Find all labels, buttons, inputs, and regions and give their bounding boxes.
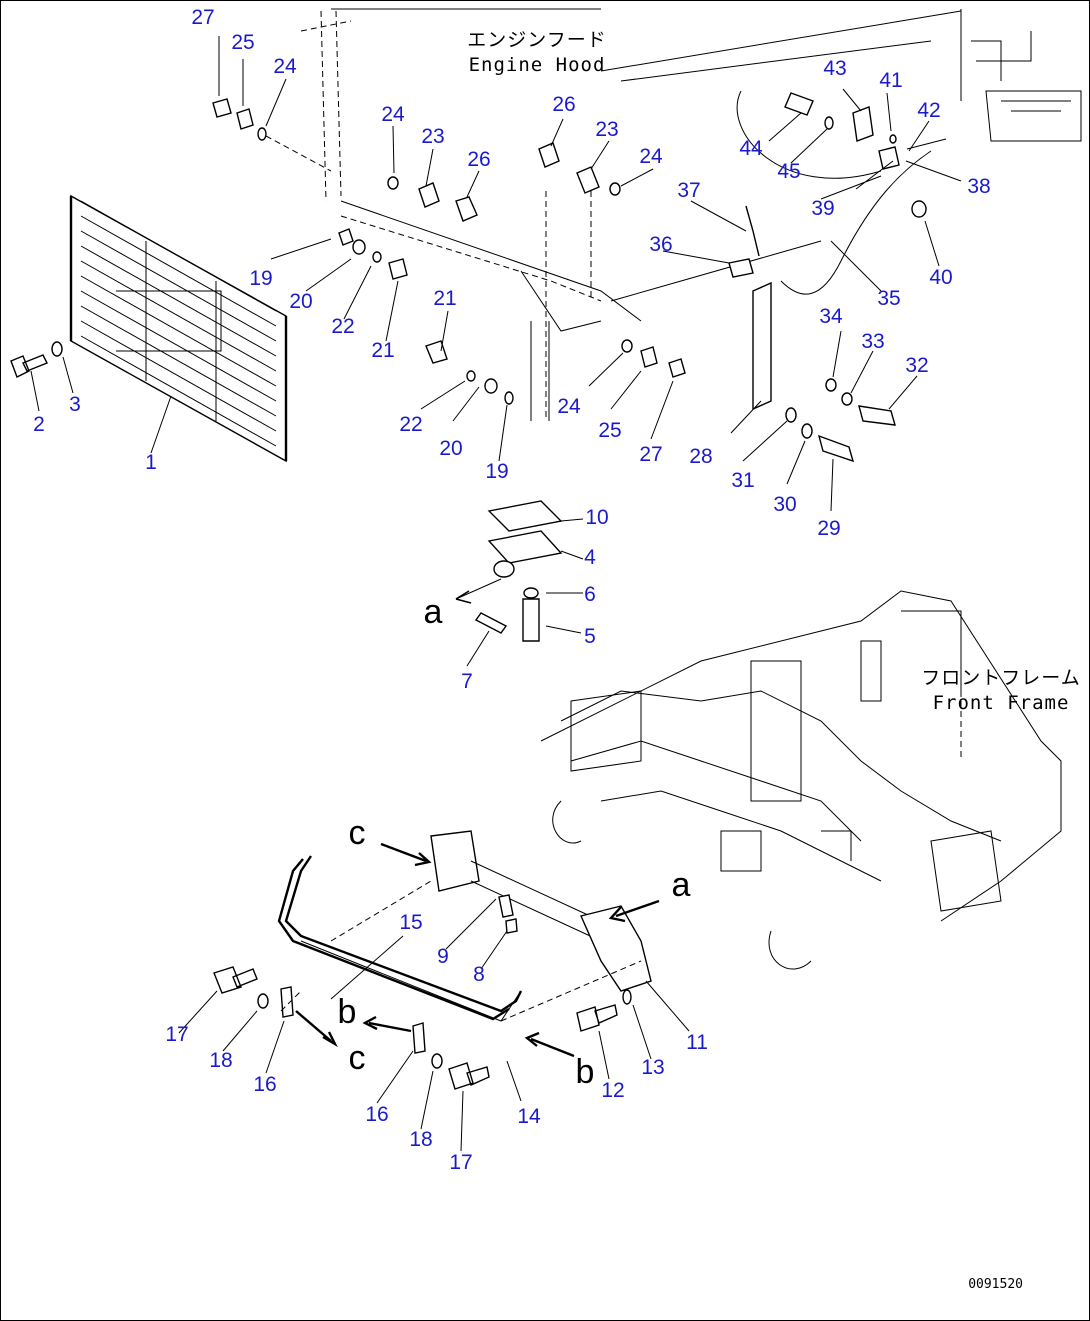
view-letters: a a b b c c bbox=[338, 593, 691, 1091]
callout-12: 12 bbox=[601, 1079, 624, 1102]
callout-42: 42 bbox=[917, 99, 940, 122]
callout-18a: 18 bbox=[209, 1049, 232, 1072]
engine-hood-label-en: Engine Hood bbox=[469, 54, 606, 76]
callout-27b: 27 bbox=[639, 443, 662, 466]
callout-25a: 25 bbox=[231, 31, 254, 54]
callout-39: 39 bbox=[811, 197, 834, 220]
callout-26a: 26 bbox=[552, 93, 575, 116]
latch-bracket-assembly bbox=[455, 500, 563, 642]
callout-35: 35 bbox=[877, 287, 900, 310]
component-labels: エンジンフード Engine Hood フロントフレーム Front Frame bbox=[467, 29, 1080, 714]
callout-14: 14 bbox=[517, 1105, 541, 1128]
callout-6: 6 bbox=[584, 583, 596, 606]
leader-lines bbox=[30, 36, 962, 1152]
callout-45: 45 bbox=[777, 160, 800, 183]
washer-3 bbox=[51, 341, 63, 357]
callout-3: 3 bbox=[69, 393, 81, 416]
callout-19a: 19 bbox=[249, 267, 272, 290]
callout-numbers: 1 2 3 4 5 6 7 8 9 10 11 12 13 14 15 16 1… bbox=[33, 6, 991, 1174]
callout-43: 43 bbox=[823, 57, 846, 80]
callout-22b: 22 bbox=[399, 413, 422, 436]
callout-25b: 25 bbox=[598, 419, 621, 442]
hardware-center bbox=[538, 142, 686, 378]
callout-44: 44 bbox=[739, 137, 763, 160]
callout-29: 29 bbox=[817, 517, 840, 540]
callout-37: 37 bbox=[677, 179, 700, 202]
view-letter-c-top: c bbox=[349, 814, 366, 852]
view-arrows bbox=[295, 842, 660, 1058]
callout-21b: 21 bbox=[371, 339, 394, 362]
callout-20a: 20 bbox=[289, 290, 312, 313]
view-letter-b-left: b bbox=[338, 993, 357, 1031]
callout-27a: 27 bbox=[191, 6, 214, 29]
callout-30: 30 bbox=[773, 493, 796, 516]
callout-8: 8 bbox=[473, 963, 485, 986]
callout-2: 2 bbox=[33, 413, 45, 436]
callout-23b: 23 bbox=[595, 118, 618, 141]
callout-18b: 18 bbox=[409, 1128, 432, 1151]
front-frame-label-jp: フロントフレーム bbox=[921, 667, 1080, 689]
callout-24c: 24 bbox=[639, 145, 663, 168]
radiator-grille bbox=[69, 194, 288, 463]
callout-21a: 21 bbox=[433, 287, 456, 310]
callout-17b: 17 bbox=[449, 1151, 472, 1174]
callout-10: 10 bbox=[585, 506, 608, 529]
bolt-2 bbox=[10, 354, 48, 378]
callout-22a: 22 bbox=[331, 315, 354, 338]
callout-16b: 16 bbox=[365, 1103, 388, 1126]
callout-31: 31 bbox=[731, 469, 754, 492]
callout-17a: 17 bbox=[165, 1023, 188, 1046]
drawing-code: 0091520 bbox=[968, 1277, 1023, 1292]
callout-28: 28 bbox=[689, 445, 712, 468]
callout-19b: 19 bbox=[485, 460, 508, 483]
callout-9: 9 bbox=[437, 945, 449, 968]
callout-24d: 24 bbox=[557, 395, 581, 418]
callout-38: 38 bbox=[967, 175, 990, 198]
callout-11: 11 bbox=[686, 1031, 708, 1054]
engine-hood-label-jp: エンジンフード bbox=[467, 29, 606, 51]
callout-33: 33 bbox=[861, 330, 884, 353]
callout-7: 7 bbox=[461, 670, 473, 693]
view-letter-a-top: a bbox=[424, 593, 443, 631]
view-letter-a-bottom: a bbox=[672, 866, 691, 904]
callout-23a: 23 bbox=[421, 125, 444, 148]
callout-15: 15 bbox=[399, 911, 422, 934]
hinge-rail-assembly bbox=[213, 830, 652, 1090]
engine-hood-outline bbox=[300, 8, 1082, 421]
callout-16a: 16 bbox=[253, 1073, 276, 1096]
callout-40: 40 bbox=[929, 266, 952, 289]
callout-5: 5 bbox=[584, 625, 596, 648]
callout-41: 41 bbox=[879, 69, 902, 92]
callout-4: 4 bbox=[584, 546, 596, 569]
callout-32: 32 bbox=[905, 354, 928, 377]
callout-1: 1 bbox=[145, 451, 157, 474]
cable-release-assembly bbox=[728, 90, 947, 463]
callout-34: 34 bbox=[819, 305, 843, 328]
callout-24b: 24 bbox=[381, 103, 405, 126]
view-letter-c-bottom: c bbox=[349, 1039, 366, 1077]
callout-13: 13 bbox=[641, 1056, 664, 1079]
callout-24a: 24 bbox=[273, 55, 297, 78]
view-letter-b-right: b bbox=[576, 1053, 595, 1091]
front-frame bbox=[540, 590, 1062, 970]
callout-36: 36 bbox=[649, 233, 672, 256]
hardware-top-left bbox=[212, 98, 514, 405]
callout-26b: 26 bbox=[467, 148, 490, 171]
front-frame-label-en: Front Frame bbox=[933, 692, 1070, 714]
callout-20b: 20 bbox=[439, 437, 462, 460]
